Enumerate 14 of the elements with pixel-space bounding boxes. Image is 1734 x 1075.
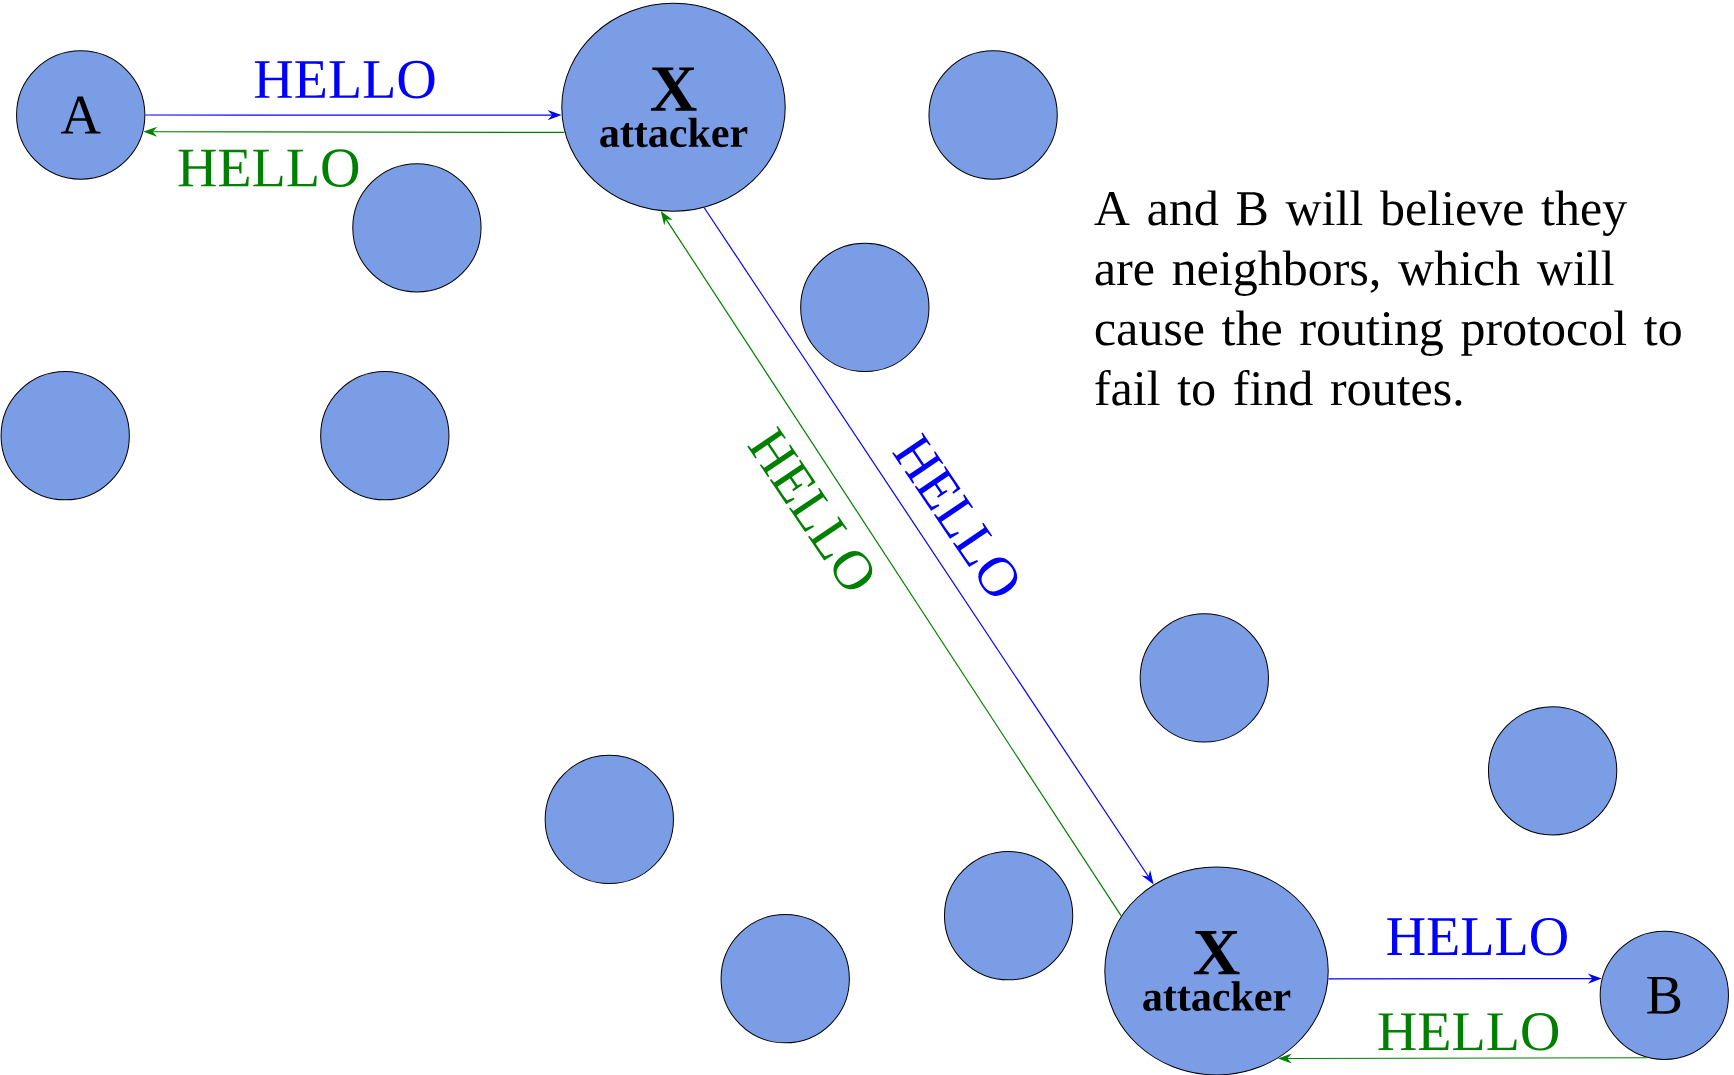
node-circle — [943, 851, 1074, 981]
node-circle — [1139, 613, 1269, 743]
node-circle — [800, 242, 930, 373]
node-circle — [928, 50, 1058, 180]
note-text: A and B will believe they are neighbors, which will cause the routing protocol to fail to find routes. — [1094, 190, 1681, 406]
node-circle — [0, 371, 130, 501]
node-circle — [544, 754, 674, 885]
node-circle — [720, 914, 850, 1044]
node-circle — [320, 371, 450, 501]
edge-label: HELLO — [175, 148, 362, 188]
node-circle — [1487, 706, 1618, 836]
edge-label: HELLO — [1384, 916, 1571, 957]
edge-label: HELLO — [1375, 1012, 1562, 1052]
edge-label: HELLO — [252, 59, 438, 100]
